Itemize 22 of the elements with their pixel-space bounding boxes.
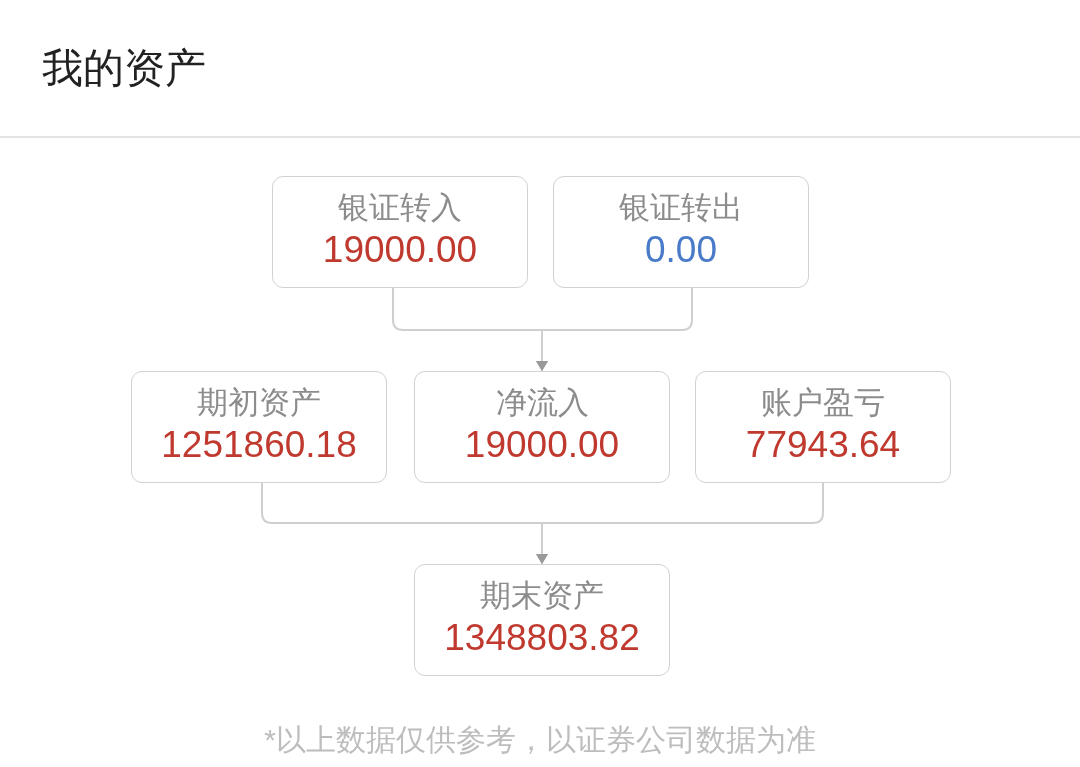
info-card <box>414 564 670 676</box>
card-value: 77943.64 <box>745 423 901 467</box>
card-value: 1251860.18 <box>161 423 357 467</box>
card-value: 19000.00 <box>464 423 620 467</box>
card-value: 19000.00 <box>322 228 478 272</box>
info-card <box>553 176 809 288</box>
card-label: 期初资产 <box>197 384 321 422</box>
info-card <box>695 371 951 483</box>
card-value: 1348803.82 <box>444 616 640 660</box>
connector-arrow <box>536 482 824 565</box>
card-label: 期末资产 <box>480 577 604 615</box>
card-label: 净流入 <box>495 384 589 422</box>
info-card <box>131 371 387 483</box>
info-card <box>272 176 528 288</box>
card-label: 账户盈亏 <box>761 384 885 422</box>
card-value: 0.00 <box>645 228 717 272</box>
footnote: *以上数据仅供参考，以证券公司数据为准 <box>264 722 816 758</box>
info-card <box>414 371 670 483</box>
card-label: 银证转出 <box>619 189 743 227</box>
connector-arrow <box>536 287 693 372</box>
page-title: 我的资产 <box>42 44 206 92</box>
card-label: 银证转入 <box>338 189 462 227</box>
